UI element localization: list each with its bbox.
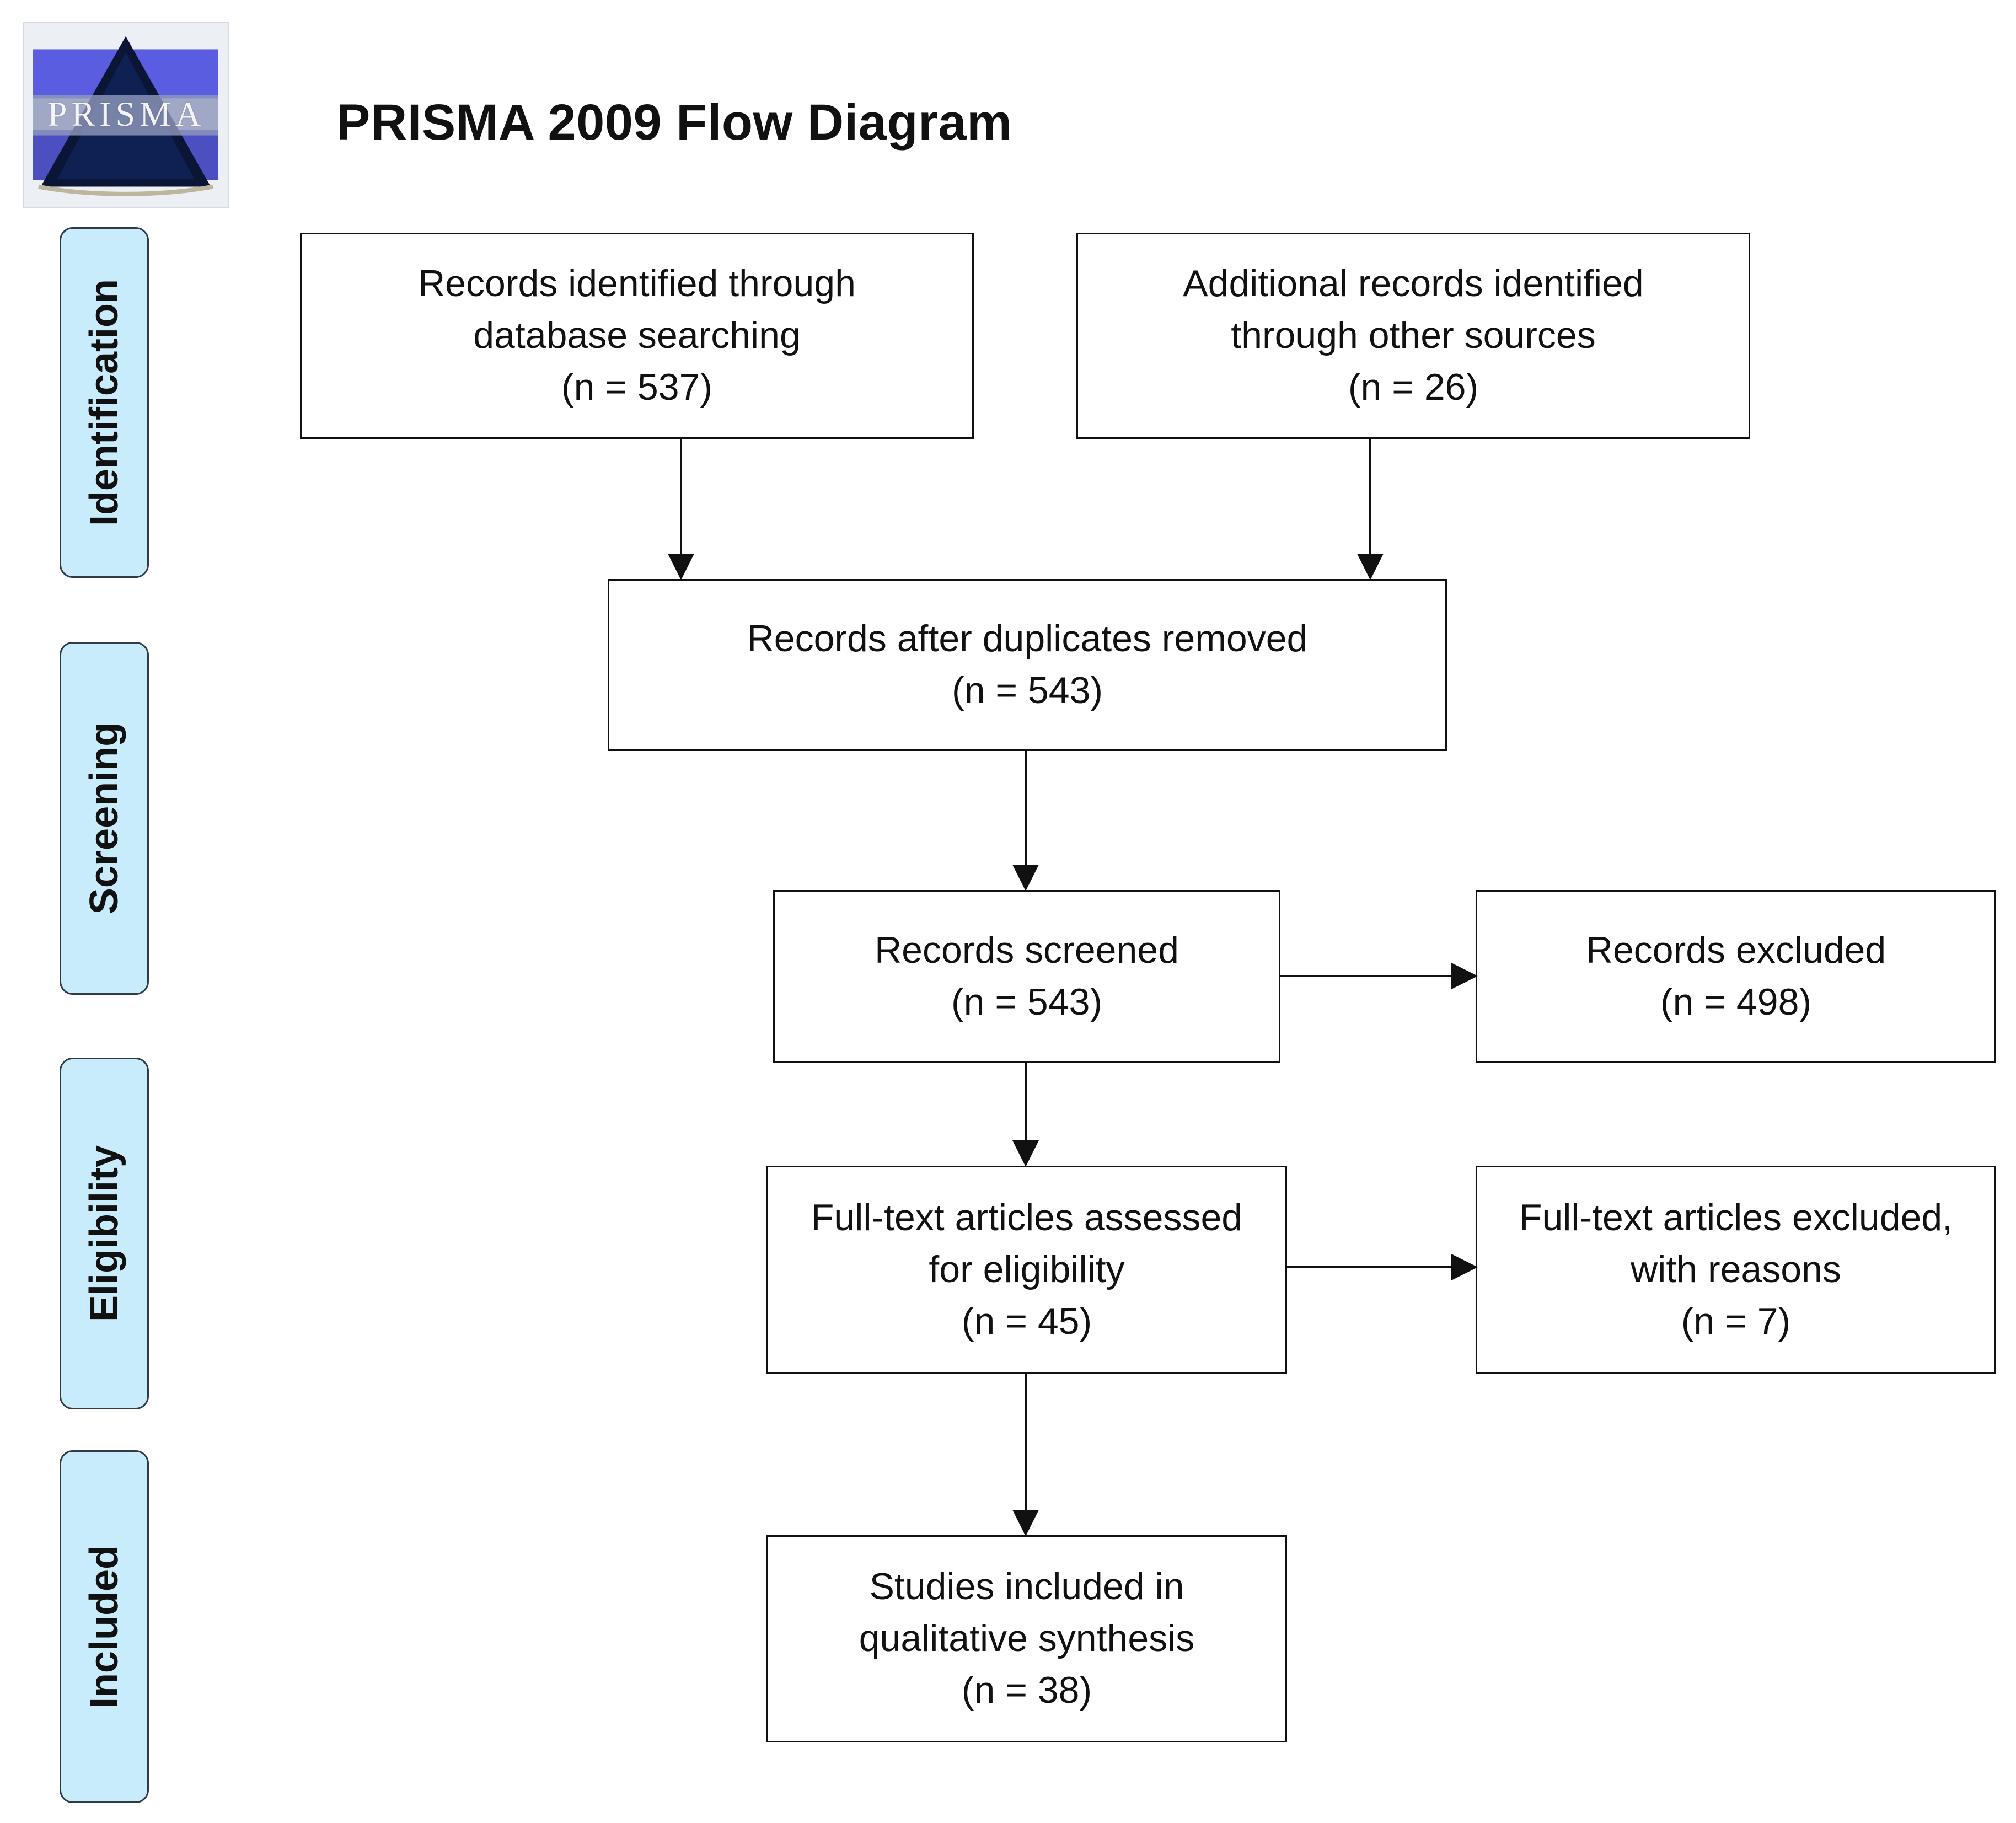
page-title: PRISMA 2009 Flow Diagram [336, 94, 1012, 151]
prisma-logo-graphic [24, 23, 228, 207]
box-after-duplicates-line1: Records after duplicates removed [747, 618, 1308, 660]
box-fulltext-assessed-count: (n = 45) [961, 1300, 1092, 1342]
box-excluded-count: (n = 498) [1660, 981, 1812, 1023]
box-after-duplicates-count: (n = 543) [951, 669, 1103, 711]
phase-eligibility: Eligibility [60, 1058, 149, 1409]
box-fulltext-excluded-line1: Full-text articles excluded, [1519, 1197, 1953, 1239]
box-screened: Records screened (n = 543) [773, 890, 1280, 1063]
box-database-search-line1: Records identified through [418, 262, 856, 305]
phase-label-included: Included [82, 1545, 126, 1709]
box-after-duplicates: Records after duplicates removed (n = 54… [608, 579, 1447, 751]
box-fulltext-excluded-line2: with reasons [1631, 1248, 1841, 1291]
box-included-line1: Studies included in [869, 1565, 1184, 1608]
box-fulltext-excluded: Full-text articles excluded, with reason… [1476, 1166, 1996, 1374]
phase-label-eligibility: Eligibility [82, 1145, 126, 1322]
box-other-sources-count: (n = 26) [1348, 366, 1479, 408]
box-fulltext-excluded-count: (n = 7) [1681, 1300, 1791, 1342]
phase-included: Included [60, 1450, 149, 1803]
box-included-line2: qualitative synthesis [859, 1617, 1195, 1660]
prisma-logo-icon: PRISMA [23, 22, 229, 208]
box-excluded-line1: Records excluded [1585, 929, 1886, 972]
box-fulltext-assessed-line1: Full-text articles assessed [811, 1197, 1243, 1239]
box-screened-count: (n = 543) [951, 981, 1103, 1023]
box-other-sources-line1: Additional records identified [1183, 262, 1644, 305]
box-included-count: (n = 38) [961, 1669, 1092, 1711]
box-database-search-count: (n = 537) [561, 366, 713, 408]
box-screened-line1: Records screened [875, 929, 1179, 972]
logo-text: PRISMA [47, 94, 206, 133]
box-other-sources-line2: through other sources [1231, 314, 1596, 357]
phase-label-screening: Screening [82, 722, 126, 915]
phase-identification: Identification [60, 227, 149, 578]
phase-label-identification: Identification [82, 279, 126, 526]
box-included: Studies included in qualitative synthesi… [766, 1535, 1287, 1742]
phase-screening: Screening [60, 642, 149, 995]
box-fulltext-assessed-line2: for eligibility [929, 1248, 1125, 1291]
box-database-search: Records identified through database sear… [300, 233, 974, 439]
box-database-search-line2: database searching [473, 314, 801, 357]
box-fulltext-assessed: Full-text articles assessed for eligibil… [766, 1166, 1287, 1374]
box-excluded: Records excluded (n = 498) [1476, 890, 1996, 1063]
box-other-sources: Additional records identified through ot… [1076, 233, 1750, 439]
